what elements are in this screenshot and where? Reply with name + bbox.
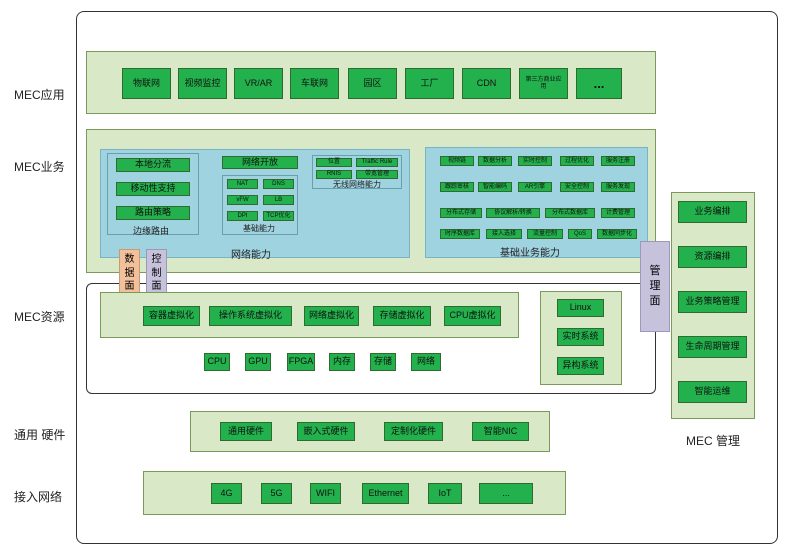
os-virtualization: 操作系统虚拟化 bbox=[209, 306, 292, 326]
bb-item-18: 数据同步化 bbox=[597, 229, 637, 239]
data-plane: 数据面 bbox=[119, 249, 140, 298]
bb-item-12: 分布式数据库 bbox=[545, 208, 595, 218]
app-video-monitoring: 视频监控 bbox=[178, 68, 227, 99]
mobility-support: 移动性支持 bbox=[116, 182, 190, 196]
access-4g: 4G bbox=[211, 483, 242, 504]
local-offload: 本地分流 bbox=[116, 158, 190, 172]
rnis: RNIS bbox=[316, 170, 352, 179]
location: 位置 bbox=[316, 158, 352, 167]
bb-item-5: 跟踪审核 bbox=[440, 182, 474, 192]
bb-item-10: 分布式存储 bbox=[440, 208, 482, 218]
network-virtualization: 网络虚拟化 bbox=[304, 306, 359, 326]
basic-capability-caption: 基础能力 bbox=[243, 224, 275, 233]
bb-item-2: 实时控制 bbox=[518, 156, 552, 166]
hw-custom: 定制化硬件 bbox=[384, 422, 443, 441]
app-factory: 工厂 bbox=[405, 68, 454, 99]
bb-item-14: 时序数据库 bbox=[440, 229, 480, 239]
vfw: vFW bbox=[227, 195, 258, 205]
tcp-optimization: TCP优化 bbox=[263, 211, 294, 221]
bb-item-6: 智能编码 bbox=[478, 182, 512, 192]
label-mec-apps: MEC应用 bbox=[14, 88, 65, 102]
os-realtime: 实时系统 bbox=[557, 328, 604, 346]
app-campus: 园区 bbox=[348, 68, 397, 99]
nat: NAT bbox=[227, 179, 258, 189]
network-open-title: 网络开放 bbox=[222, 156, 298, 169]
hw-smart-nic: 智能NIC bbox=[472, 422, 529, 441]
bb-item-7: AR引擎 bbox=[518, 182, 552, 192]
bb-item-9: 服务发现 bbox=[601, 182, 635, 192]
routing-policy: 路由策略 bbox=[116, 206, 190, 220]
os-linux: Linux bbox=[557, 299, 604, 317]
network-capability-title: 网络能力 bbox=[231, 250, 271, 261]
label-mec-business: MEC业务 bbox=[14, 160, 65, 174]
dpi: DPI bbox=[227, 211, 258, 221]
lb: LB bbox=[263, 195, 294, 205]
phys-cpu: CPU bbox=[204, 353, 230, 371]
bb-item-4: 服务注册 bbox=[601, 156, 635, 166]
control-plane: 控制面 bbox=[146, 249, 167, 298]
bb-item-15: 接入选择 bbox=[486, 229, 522, 239]
bandwidth-management: 带宽管理 bbox=[356, 170, 398, 179]
cpu-virtualization: CPU虚拟化 bbox=[444, 306, 501, 326]
label-general-hardware: 通用 硬件 bbox=[14, 428, 66, 442]
app-vr-ar: VR/AR bbox=[234, 68, 283, 99]
dns: DNS bbox=[263, 179, 294, 189]
access-wifi: WIFI bbox=[310, 483, 341, 504]
edge-routing-title: 边缘路由 bbox=[133, 226, 170, 236]
mgmt-lifecycle-management: 生命周期管理 bbox=[678, 336, 747, 358]
bb-item-3: 过程优化 bbox=[560, 156, 594, 166]
label-access-network: 接入网络 bbox=[14, 490, 63, 504]
hw-general: 通用硬件 bbox=[220, 422, 272, 441]
app-third-party: 第三方商业应用 bbox=[519, 68, 568, 99]
mgmt-policy-management: 业务策略管理 bbox=[678, 291, 747, 313]
container-virtualization: 容器虚拟化 bbox=[143, 306, 200, 326]
phys-memory: 内存 bbox=[329, 353, 355, 371]
phys-storage: 存储 bbox=[370, 353, 396, 371]
access-more: ... bbox=[479, 483, 533, 504]
app-iot: 物联网 bbox=[122, 68, 171, 99]
label-mec-resources: MEC资源 bbox=[14, 310, 65, 324]
mgmt-resource-orchestration: 资源编排 bbox=[678, 246, 747, 268]
wireless-capability-caption: 无线网络能力 bbox=[333, 180, 381, 189]
os-heterogeneous: 异构系统 bbox=[557, 357, 604, 375]
mgmt-intelligent-ops: 智能运维 bbox=[678, 381, 747, 403]
access-iot: IoT bbox=[428, 483, 462, 504]
bb-item-16: 流量控制 bbox=[527, 229, 563, 239]
bb-item-13: 计费管理 bbox=[601, 208, 635, 218]
traffic-rule: Traffic Rule bbox=[356, 158, 398, 167]
bb-item-1: 数据分析 bbox=[478, 156, 512, 166]
phys-network: 网络 bbox=[411, 353, 441, 371]
bb-item-0: 视频链 bbox=[440, 156, 474, 166]
phys-fpga: FPGA bbox=[287, 353, 315, 371]
access-ethernet: Ethernet bbox=[362, 483, 409, 504]
app-cdn: CDN bbox=[462, 68, 511, 99]
mgmt-service-orchestration: 业务编排 bbox=[678, 201, 747, 223]
phys-gpu: GPU bbox=[245, 353, 271, 371]
app-more: ... bbox=[576, 68, 622, 99]
bb-item-8: 安全控制 bbox=[560, 182, 594, 192]
storage-virtualization: 存储虚拟化 bbox=[373, 306, 431, 326]
hw-embedded: 嵌入式硬件 bbox=[297, 422, 355, 441]
management-plane: 管理面 bbox=[640, 241, 670, 332]
app-vehicle-network: 车联网 bbox=[290, 68, 339, 99]
bb-item-11: 协议解析/转换 bbox=[486, 208, 540, 218]
bb-item-17: QoS bbox=[568, 229, 592, 239]
access-5g: 5G bbox=[261, 483, 292, 504]
basic-business-title: 基础业务能力 bbox=[500, 248, 560, 259]
mec-management-title: MEC 管理 bbox=[686, 434, 741, 448]
